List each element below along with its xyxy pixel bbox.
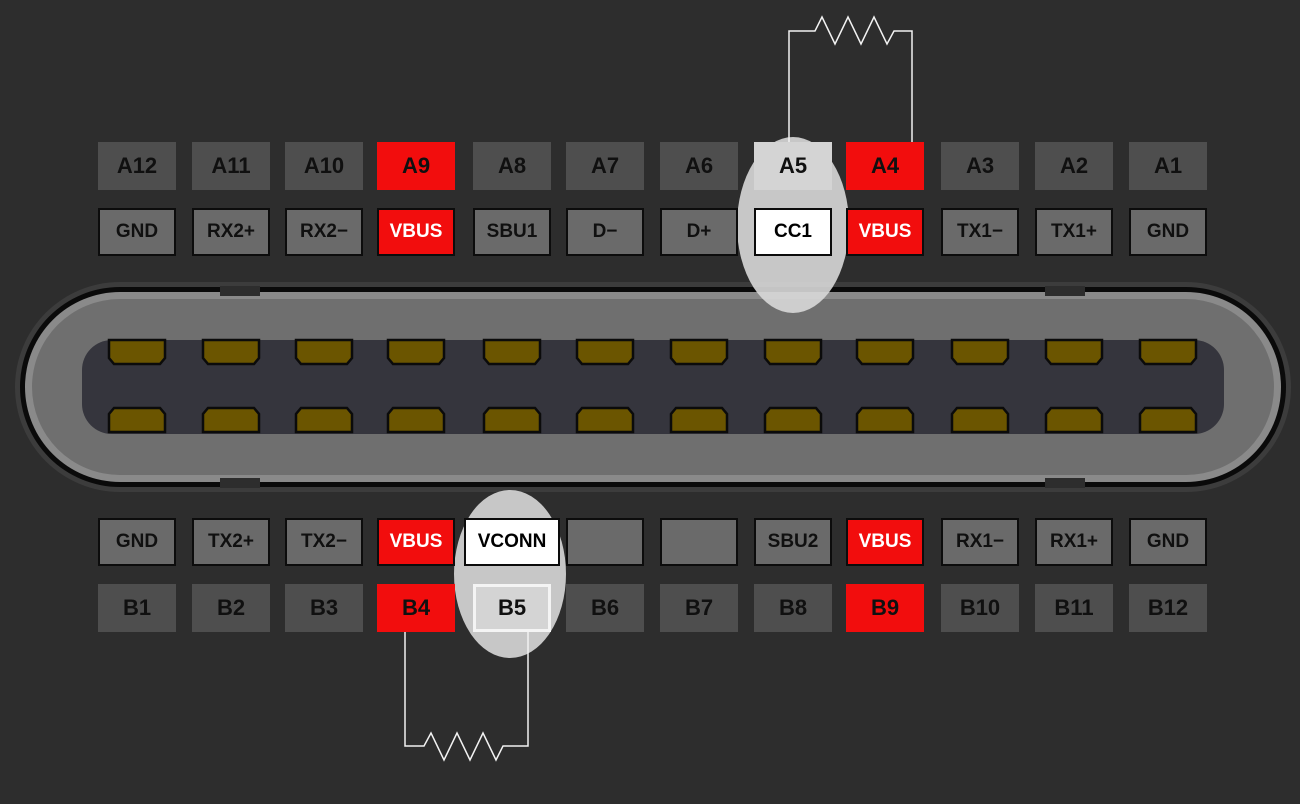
contact-bottom-11 xyxy=(1044,406,1104,434)
signal-a5: CC1 xyxy=(754,208,832,256)
contact-bottom-6 xyxy=(575,406,635,434)
pin-a12: A12 xyxy=(98,142,176,190)
signal-b11: RX1+ xyxy=(1035,518,1113,566)
signal-b4: VBUS xyxy=(377,518,455,566)
contact-bottom-10 xyxy=(950,406,1010,434)
pin-a8: A8 xyxy=(473,142,551,190)
resistor-a5-a4 xyxy=(788,15,913,142)
pin-b11: B11 xyxy=(1035,584,1113,632)
pin-b7: B7 xyxy=(660,584,738,632)
contact-top-8 xyxy=(763,338,823,366)
pin-a5: A5 xyxy=(754,142,832,190)
contact-top-12 xyxy=(1138,338,1198,366)
pin-a11: A11 xyxy=(192,142,270,190)
contact-top-7 xyxy=(669,338,729,366)
connector-tongue xyxy=(82,340,1224,434)
contact-top-1 xyxy=(107,338,167,366)
signal-a8: SBU1 xyxy=(473,208,551,256)
signal-a4: VBUS xyxy=(846,208,924,256)
signal-b10: RX1− xyxy=(941,518,1019,566)
contacts-group xyxy=(107,338,1198,434)
signal-b6 xyxy=(566,518,644,566)
pin-b1: B1 xyxy=(98,584,176,632)
signal-a7: D− xyxy=(566,208,644,256)
signal-a2: TX1+ xyxy=(1035,208,1113,256)
pin-a6: A6 xyxy=(660,142,738,190)
contact-bottom-2 xyxy=(201,406,261,434)
signal-b3: TX2− xyxy=(285,518,363,566)
contact-top-4 xyxy=(386,338,446,366)
signal-a6: D+ xyxy=(660,208,738,256)
resistor-b4-b5 xyxy=(404,631,529,762)
pin-b8: B8 xyxy=(754,584,832,632)
pin-a3: A3 xyxy=(941,142,1019,190)
signal-b12: GND xyxy=(1129,518,1207,566)
pin-b9: B9 xyxy=(846,584,924,632)
pin-b2: B2 xyxy=(192,584,270,632)
contact-top-10 xyxy=(950,338,1010,366)
pin-b5: B5 xyxy=(473,584,551,632)
pin-a9: A9 xyxy=(377,142,455,190)
signal-a9: VBUS xyxy=(377,208,455,256)
pin-b6: B6 xyxy=(566,584,644,632)
contact-bottom-1 xyxy=(107,406,167,434)
signal-b8: SBU2 xyxy=(754,518,832,566)
contact-bottom-7 xyxy=(669,406,729,434)
pin-a10: A10 xyxy=(285,142,363,190)
signal-b1: GND xyxy=(98,518,176,566)
shell-seam-marks xyxy=(220,286,1085,488)
pin-a1: A1 xyxy=(1129,142,1207,190)
contact-bottom-12 xyxy=(1138,406,1198,434)
contact-top-9 xyxy=(855,338,915,366)
signal-b2: TX2+ xyxy=(192,518,270,566)
pin-a7: A7 xyxy=(566,142,644,190)
pin-b12: B12 xyxy=(1129,584,1207,632)
pin-a4: A4 xyxy=(846,142,924,190)
pin-b4: B4 xyxy=(377,584,455,632)
signal-b5: VCONN xyxy=(464,518,560,566)
contact-bottom-8 xyxy=(763,406,823,434)
contact-bottom-5 xyxy=(482,406,542,434)
contact-bottom-3 xyxy=(294,406,354,434)
pin-b10: B10 xyxy=(941,584,1019,632)
contact-top-11 xyxy=(1044,338,1104,366)
signal-a3: TX1− xyxy=(941,208,1019,256)
signal-b9: VBUS xyxy=(846,518,924,566)
contact-bottom-4 xyxy=(386,406,446,434)
signal-a12: GND xyxy=(98,208,176,256)
pin-a2: A2 xyxy=(1035,142,1113,190)
contact-bottom-9 xyxy=(855,406,915,434)
signal-b7 xyxy=(660,518,738,566)
contact-top-3 xyxy=(294,338,354,366)
contact-top-5 xyxy=(482,338,542,366)
signal-a11: RX2+ xyxy=(192,208,270,256)
contact-top-6 xyxy=(575,338,635,366)
pin-b3: B3 xyxy=(285,584,363,632)
highlight-oval-vconn xyxy=(454,490,566,658)
contact-top-2 xyxy=(201,338,261,366)
signal-a1: GND xyxy=(1129,208,1207,256)
signal-a10: RX2− xyxy=(285,208,363,256)
